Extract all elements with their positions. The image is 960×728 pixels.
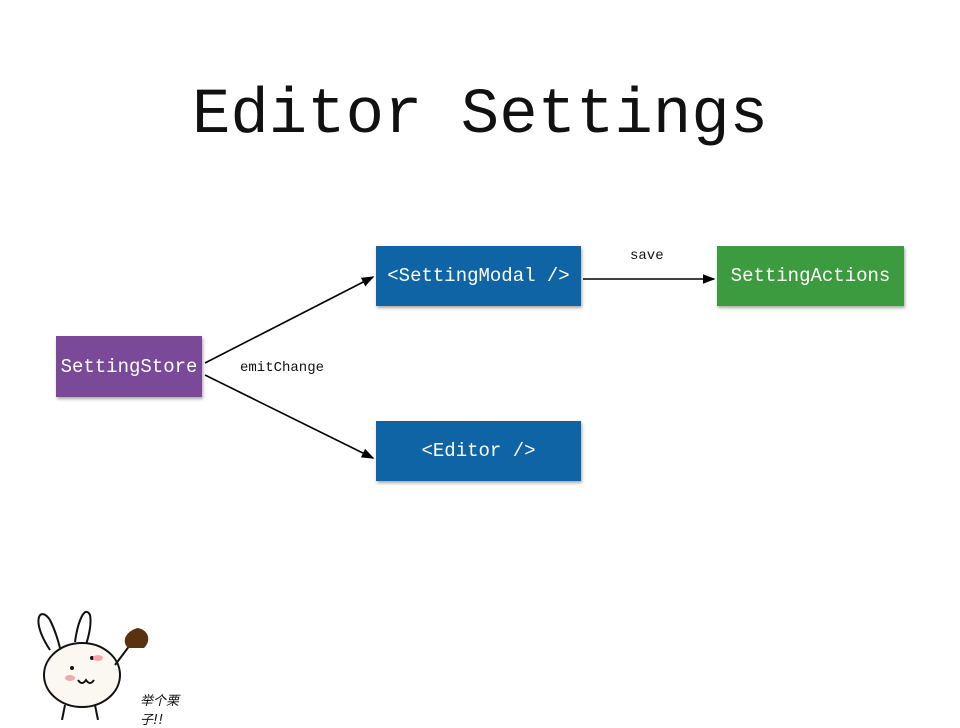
arrow-store-to-modal [204,276,375,364]
rabbit-icon [37,610,149,721]
node-setting-modal: <SettingModal /> [376,246,581,306]
arrow-store-to-editor [204,374,375,459]
mascot-caption: 举个栗子!! [140,694,180,728]
edge-label-save: save [630,248,664,264]
node-editor: <Editor /> [376,421,581,481]
slide-title: Editor Settings [191,80,769,152]
edge-label-emit-change: emitChange [240,360,325,376]
node-setting-store: SettingStore [56,336,202,397]
node-setting-actions: SettingActions [717,246,904,306]
rabbit-mascot-illustration: 举个栗子!! [20,600,200,728]
